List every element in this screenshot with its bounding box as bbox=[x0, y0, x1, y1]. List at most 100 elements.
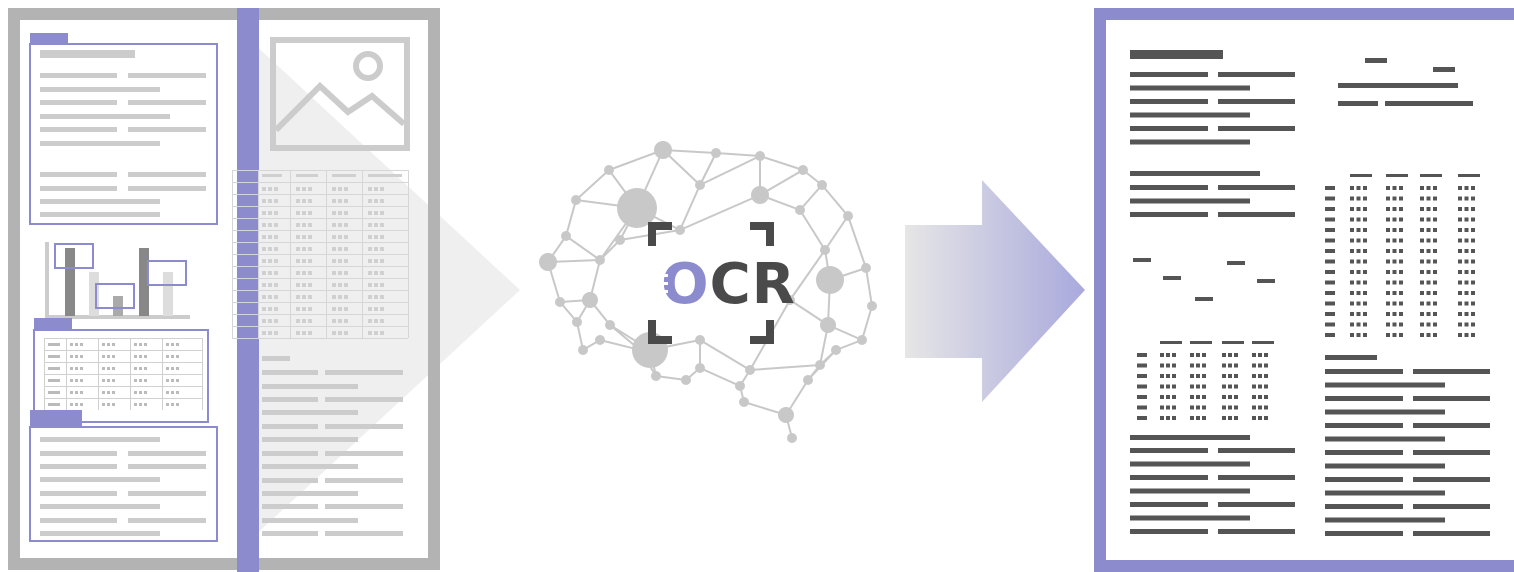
cell-dot bbox=[1356, 301, 1361, 306]
cell-dot bbox=[1433, 186, 1437, 190]
cell-dot bbox=[1386, 228, 1390, 232]
line-bar bbox=[325, 504, 403, 509]
cell-dot bbox=[1190, 353, 1194, 357]
cell-dot bbox=[368, 319, 372, 323]
cell-dot bbox=[139, 343, 142, 346]
cell-dot bbox=[80, 379, 83, 382]
cell-dot bbox=[1464, 259, 1469, 264]
line-bar bbox=[1218, 126, 1295, 131]
cell-dot bbox=[1458, 333, 1462, 337]
cell-dot bbox=[308, 319, 312, 323]
line-bar bbox=[262, 437, 358, 442]
cell-dot bbox=[338, 235, 342, 239]
cell-dot bbox=[1228, 363, 1232, 368]
cell-dot bbox=[1160, 405, 1164, 410]
table-rule bbox=[232, 338, 408, 339]
cell-dot bbox=[296, 331, 300, 335]
cell-dot bbox=[1350, 322, 1354, 327]
cell-dot bbox=[344, 331, 348, 335]
ocr-label-o: O bbox=[661, 252, 710, 317]
line-bar bbox=[40, 186, 117, 191]
line-bar bbox=[262, 478, 318, 483]
cell-dot bbox=[1222, 405, 1226, 410]
cell-dot bbox=[1350, 238, 1354, 243]
line-bar bbox=[325, 370, 403, 375]
cell-dot bbox=[308, 211, 312, 215]
cell-dot bbox=[274, 259, 278, 263]
cell-dot bbox=[1464, 312, 1469, 316]
cell-dot bbox=[332, 283, 336, 287]
cell-dot bbox=[1458, 280, 1462, 285]
line-bar bbox=[40, 518, 117, 523]
cell-dot bbox=[1258, 384, 1262, 389]
cell-dot bbox=[338, 187, 342, 191]
cell-dot bbox=[1160, 384, 1164, 389]
header-mark bbox=[1420, 174, 1442, 177]
cell-dot bbox=[308, 187, 312, 191]
network-node bbox=[785, 295, 795, 305]
cell-dot bbox=[112, 343, 115, 346]
cell-dot bbox=[1172, 384, 1176, 389]
cell-dot bbox=[1386, 238, 1390, 243]
line-bar bbox=[1130, 435, 1250, 440]
line-bar bbox=[1218, 475, 1295, 480]
cell-dot bbox=[1426, 196, 1431, 201]
line-bar bbox=[1338, 83, 1458, 88]
table-rule bbox=[162, 338, 163, 410]
cell-dot bbox=[1264, 363, 1268, 368]
cell-dot bbox=[1350, 270, 1354, 274]
cell-dot bbox=[374, 211, 378, 215]
cell-dot bbox=[1363, 207, 1367, 211]
ocr-scan-frame bbox=[648, 222, 774, 344]
cell-dot bbox=[107, 403, 110, 406]
row-mark bbox=[1137, 353, 1147, 357]
cell-dot bbox=[374, 331, 378, 335]
cell-dot bbox=[1234, 374, 1238, 378]
line-bar bbox=[1413, 423, 1490, 428]
network-edge bbox=[655, 375, 687, 381]
cell-dot bbox=[1471, 270, 1475, 274]
cell-dot bbox=[344, 187, 348, 191]
cell-dot bbox=[1426, 228, 1431, 232]
cell-dot bbox=[1386, 301, 1390, 306]
cell-dot bbox=[380, 223, 384, 227]
cell-dot bbox=[268, 247, 272, 251]
cell-dot bbox=[1160, 374, 1164, 378]
table-rule bbox=[202, 338, 203, 410]
cell-dot bbox=[1464, 196, 1469, 201]
cell-dot bbox=[107, 355, 110, 358]
row-mark bbox=[1137, 384, 1147, 389]
cell-dot bbox=[1363, 291, 1367, 295]
cell-dot bbox=[1420, 217, 1424, 222]
cell-dot bbox=[1202, 395, 1206, 399]
cell-dot bbox=[1420, 322, 1424, 327]
line-bar bbox=[1325, 450, 1403, 455]
line-bar bbox=[128, 451, 206, 456]
cell-dot bbox=[332, 199, 336, 203]
cell-dot bbox=[1433, 270, 1437, 274]
network-node bbox=[751, 186, 769, 204]
cell-dot bbox=[302, 295, 306, 299]
cell-dot bbox=[1399, 259, 1403, 264]
cell-dot bbox=[134, 355, 137, 358]
cell-dot bbox=[1471, 280, 1475, 285]
cell-dot bbox=[262, 223, 266, 227]
cell-dot bbox=[308, 259, 312, 263]
cell-dot bbox=[139, 367, 142, 370]
cell-dot bbox=[268, 199, 272, 203]
cell-dot bbox=[274, 247, 278, 251]
header-mark bbox=[1190, 341, 1212, 344]
network-node bbox=[615, 235, 625, 245]
cell-dot bbox=[1392, 259, 1397, 264]
cell-dot bbox=[1399, 238, 1403, 243]
cell-dot bbox=[1464, 291, 1469, 295]
line-bar bbox=[1130, 139, 1250, 145]
line-bar bbox=[1130, 502, 1208, 507]
table-rule bbox=[232, 182, 408, 183]
cell-dot bbox=[1356, 280, 1361, 285]
cell-dot bbox=[112, 379, 115, 382]
cell-dot bbox=[1222, 374, 1226, 378]
network-node bbox=[795, 205, 805, 215]
cell-dot bbox=[368, 211, 372, 215]
table-rule bbox=[44, 338, 45, 410]
